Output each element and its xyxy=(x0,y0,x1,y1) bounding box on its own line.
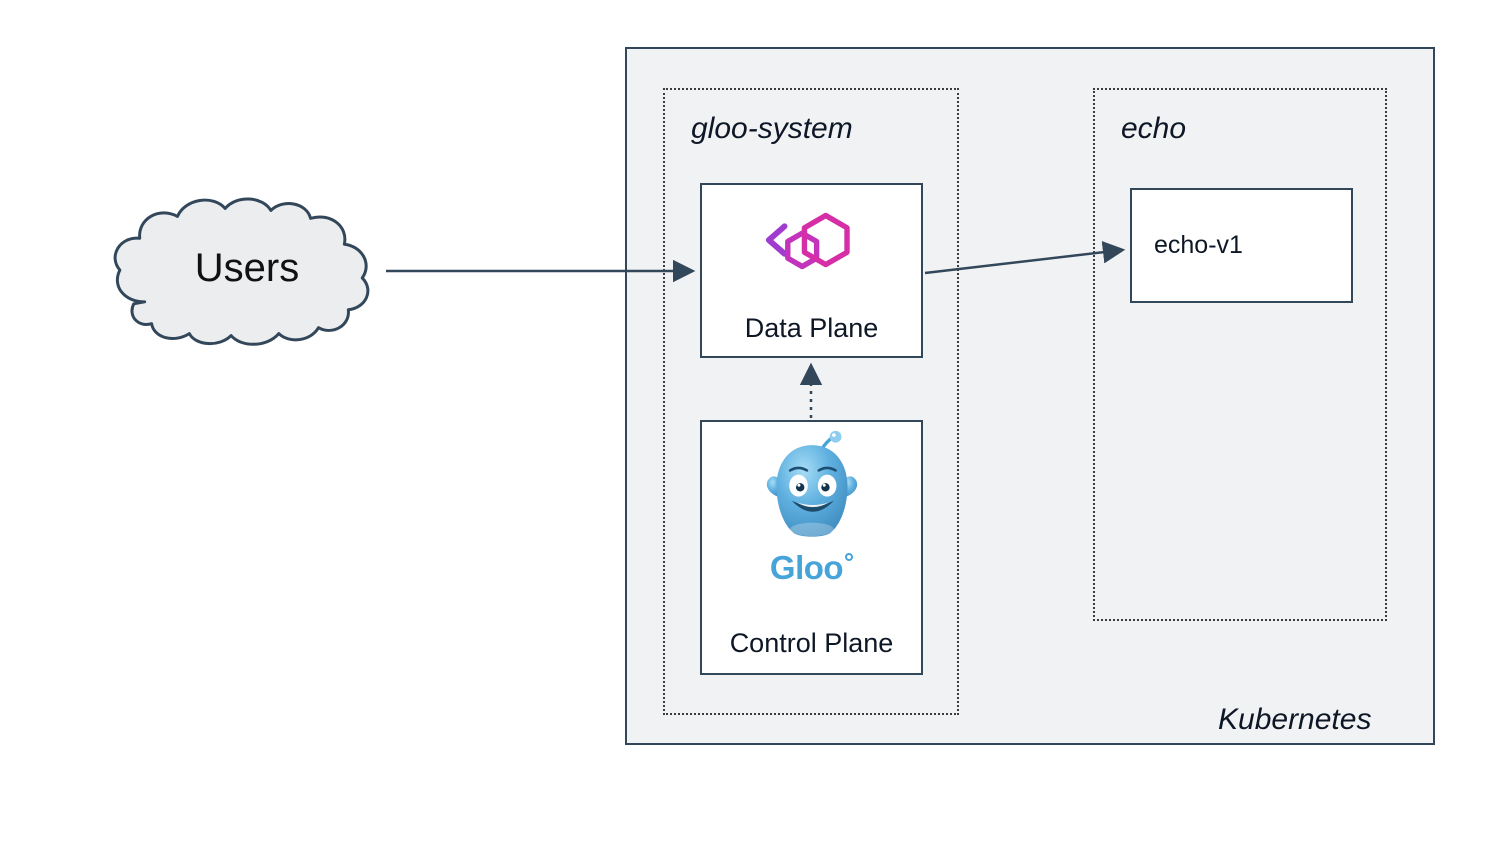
namespace-gloo-system: gloo-system xyxy=(663,88,959,715)
gloo-gateway-logo-icon xyxy=(765,212,850,270)
mascot-right-eyebrow xyxy=(816,466,837,472)
gloo-wordmark-ring xyxy=(845,553,854,561)
mascot-right-glint xyxy=(822,483,826,487)
gloo-mascot-icon xyxy=(766,430,857,537)
logo-chevron xyxy=(765,223,787,257)
control-plane-label: Control Plane xyxy=(729,628,894,658)
namespace-echo-label: echo xyxy=(1121,112,1187,145)
mascot-left-pupil xyxy=(795,483,804,492)
namespace-gloo-system-label: gloo-system xyxy=(691,112,853,145)
logo-hexagon-large xyxy=(801,212,850,268)
logo-hexagon-small xyxy=(784,230,819,270)
users-label: Users xyxy=(194,246,300,290)
namespace-echo: echo xyxy=(1093,88,1387,621)
mascot-teeth xyxy=(796,502,829,508)
data-plane-label: Data Plane xyxy=(744,313,879,343)
mascot-left-eyebrow xyxy=(788,466,808,472)
mascot-body-highlight xyxy=(789,522,834,537)
kubernetes-label: Kubernetes xyxy=(1218,703,1372,736)
echo-v1-label: echo-v1 xyxy=(1154,231,1243,259)
mascot-antenna-glint xyxy=(831,433,836,437)
gloo-wordmark-text: Gloo xyxy=(769,549,844,586)
data-plane-node: Data Plane xyxy=(700,183,923,358)
gloo-wordmark: Gloo xyxy=(769,549,854,586)
users-cloud-icon xyxy=(113,197,370,346)
echo-v1-node: echo-v1 xyxy=(1130,188,1353,303)
mascot-antenna-ball xyxy=(829,430,841,443)
mascot-left-glint xyxy=(796,483,800,487)
cloud-shape xyxy=(113,197,370,346)
mascot-right-pupil xyxy=(820,483,830,492)
control-plane-node: Gloo Control Plane xyxy=(700,420,923,675)
